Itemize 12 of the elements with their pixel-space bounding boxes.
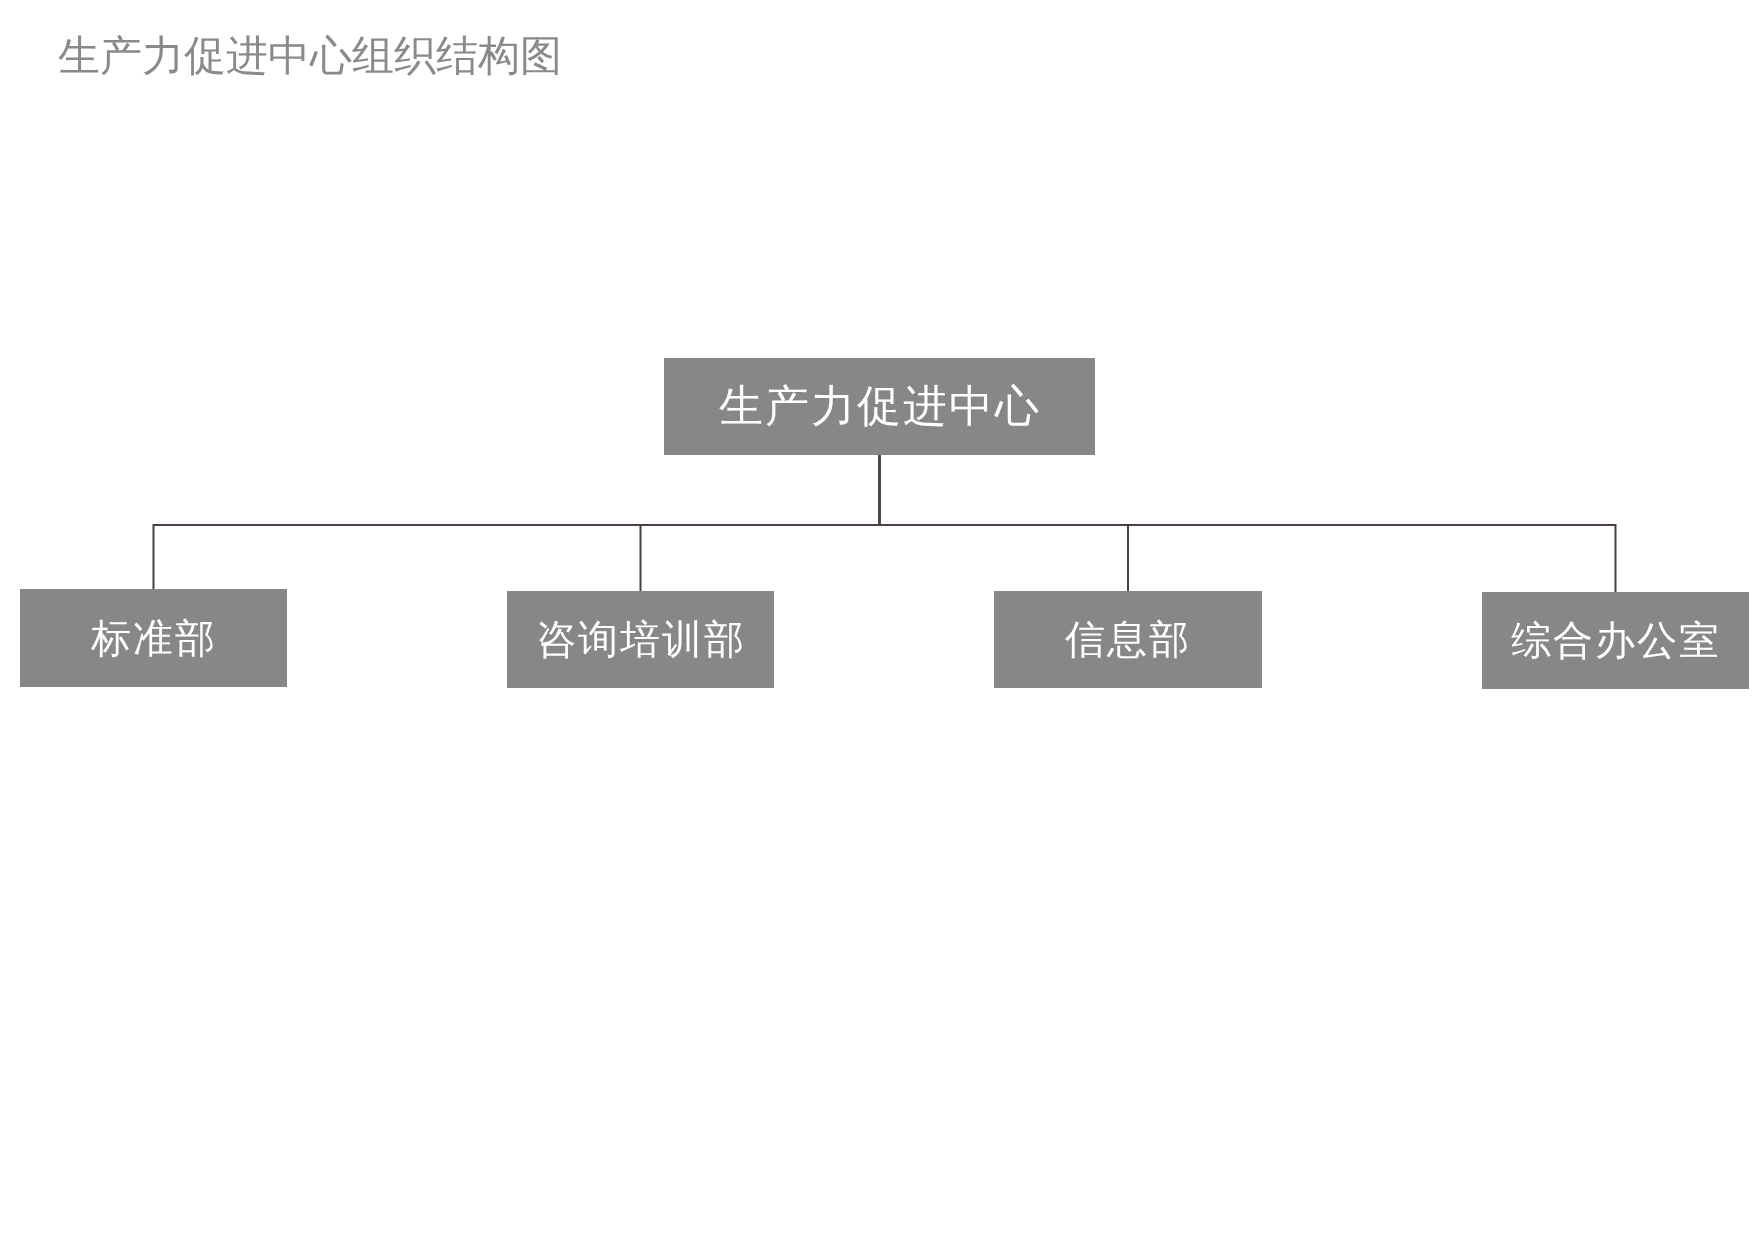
diagram-title: 生产力促进中心组织结构图 [58, 30, 562, 82]
node-label: 生产力促进中心 [718, 379, 1041, 433]
node-label: 咨询培训部 [535, 615, 746, 664]
department-box [507, 591, 774, 688]
org-root-box [664, 358, 1095, 455]
department-box [20, 589, 287, 687]
department-box [1482, 592, 1749, 689]
connector-line [878, 454, 1617, 593]
department-box [994, 591, 1262, 688]
node-label: 标准部 [90, 613, 217, 663]
node-label: 信息部 [1065, 615, 1191, 664]
node-label: 综合办公室 [1510, 616, 1721, 665]
